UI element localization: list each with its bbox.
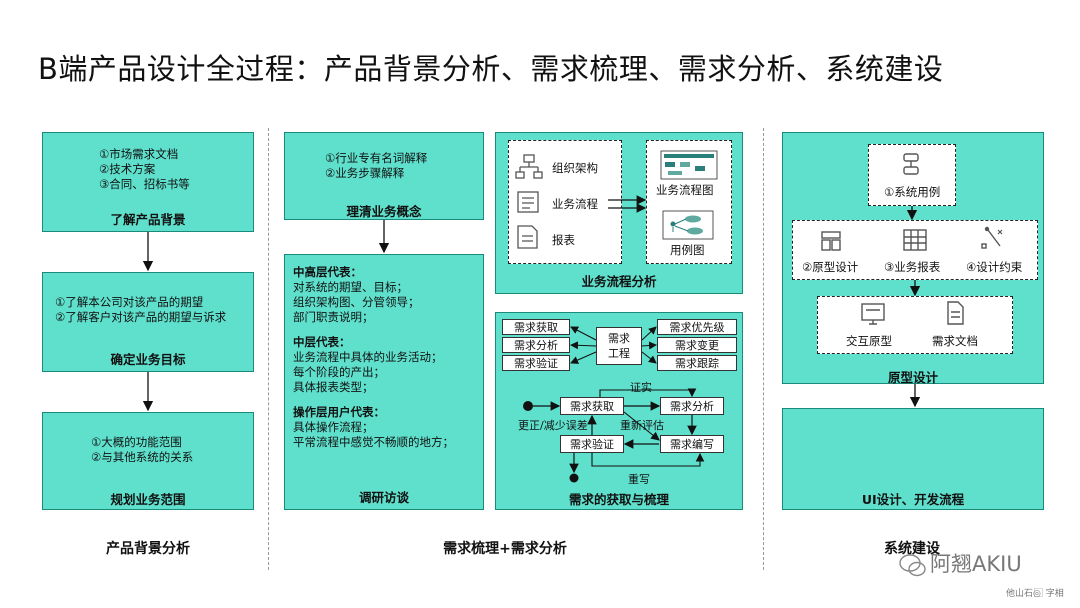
- req-acquire-box: 需求获取: [502, 319, 570, 335]
- outputs-frame: [817, 296, 1013, 354]
- interview-line: 业务流程中具体的业务活动；: [293, 350, 443, 364]
- design-item-prototype: ②原型设计: [802, 260, 859, 274]
- wechat-logo-icon: [899, 554, 926, 577]
- cycle-analyze-box: 需求分析: [660, 397, 724, 415]
- business-goal-line: ①了解本公司对该产品的期望: [55, 295, 204, 309]
- output-interactive-prototype: 交互原型: [846, 334, 892, 348]
- business-scope-box: ①大概的功能范围 ②与其他系统的关系 规划业务范围: [42, 412, 254, 510]
- col3-footer: 系统建设: [884, 541, 940, 557]
- business-scope-line: ①大概的功能范围: [91, 435, 182, 449]
- interview-line: 组织架构图、分管领导；: [293, 295, 420, 309]
- background-line: ②技术方案: [99, 162, 156, 176]
- interview-line: 对系统的期望、目标；: [293, 280, 408, 294]
- interview-box: 中高层代表： 对系统的期望、目标； 组织架构图、分管领导； 部门职责说明； 中层…: [284, 254, 484, 510]
- business-goal-box: ①了解本公司对该产品的期望 ②了解客户对该产品的期望与诉求 确定业务目标: [42, 272, 254, 372]
- flow-item-org: 组织架构: [552, 161, 598, 175]
- business-concept-lines: ①行业专有名词解释 ②业务步骤解释: [285, 151, 483, 181]
- background-caption: 了解产品背景: [110, 212, 186, 227]
- background-line: ①市场需求文档: [99, 147, 179, 161]
- watermark-small: 他山石◎ ⃞ 字相: [1006, 589, 1064, 599]
- interview-line: 具体报表类型；: [293, 380, 374, 394]
- watermark-brand: 阿翘AKIU: [930, 552, 1022, 576]
- interview-lines: 中高层代表： 对系统的期望、目标； 组织架构图、分管领导； 部门职责说明； 中层…: [285, 265, 483, 450]
- business-scope-lines: ①大概的功能范围 ②与其他系统的关系: [43, 435, 253, 465]
- background-line: ③合同、招标书等: [99, 177, 190, 191]
- flow-output-usecase: 用例图: [670, 243, 705, 257]
- req-analyze-box: 需求分析: [502, 337, 570, 353]
- interview-caption: 调研访谈: [358, 490, 409, 505]
- flow-analysis-caption: 业务流程分析: [581, 274, 657, 289]
- flow-item-process: 业务流程: [552, 197, 598, 211]
- flow-item-report: 报表: [552, 233, 575, 247]
- usecase-label: ①系统用例: [884, 185, 941, 199]
- design-item-report: ③业务报表: [884, 260, 941, 274]
- design-item-constraint: ④设计约束: [966, 260, 1023, 274]
- interview-heading: 中高层代表：: [293, 265, 362, 279]
- cycle-write-box: 需求编写: [660, 435, 724, 453]
- cycle-confirm-label: 证实: [630, 381, 652, 394]
- business-concept-caption: 理清业务概念: [346, 204, 422, 219]
- prototype-caption: 原型设计: [887, 370, 938, 385]
- req-engineering-label: 需求工程: [608, 332, 630, 360]
- interview-line: 每个阶段的产出；: [293, 365, 385, 379]
- background-box: ①市场需求文档 ②技术方案 ③合同、招标书等 了解产品背景: [42, 132, 254, 232]
- business-goal-caption: 确定业务目标: [110, 352, 186, 367]
- req-verify-box: 需求验证: [502, 355, 570, 371]
- col1-footer: 产品背景分析: [106, 541, 190, 557]
- cycle-rewrite-label: 重写: [628, 473, 650, 486]
- interview-line: 部门职责说明；: [293, 310, 374, 324]
- separator-1: [268, 128, 269, 570]
- req-track-box: 需求跟踪: [657, 355, 737, 371]
- business-concept-line: ①行业专有名词解释: [325, 151, 428, 165]
- req-change-box: 需求变更: [657, 337, 737, 353]
- cycle-verify-box: 需求验证: [560, 435, 624, 453]
- business-concept-line: ②业务步骤解释: [325, 166, 405, 180]
- cycle-correct-label: 更正/减少误差: [518, 419, 588, 432]
- interview-line: 平常流程中感觉不畅顺的地方；: [293, 435, 454, 449]
- business-concept-box: ①行业专有名词解释 ②业务步骤解释 理清业务概念: [284, 132, 484, 220]
- business-scope-line: ②与其他系统的关系: [91, 450, 194, 464]
- business-goal-lines: ①了解本公司对该产品的期望 ②了解客户对该产品的期望与诉求: [43, 295, 253, 325]
- cycle-acquire-box: 需求获取: [560, 397, 624, 415]
- req-engineering-box: 需求工程: [596, 327, 642, 365]
- interview-line: 具体操作流程；: [293, 420, 374, 434]
- business-scope-caption: 规划业务范围: [110, 492, 186, 507]
- background-lines: ①市场需求文档 ②技术方案 ③合同、招标书等: [43, 147, 253, 192]
- ui-dev-box: UI设计、开发流程: [782, 408, 1044, 510]
- col2-footer: 需求梳理+需求分析: [443, 541, 567, 557]
- output-requirement-doc: 需求文档: [932, 334, 978, 348]
- req-priority-box: 需求优先级: [657, 319, 737, 335]
- interview-heading: 中层代表：: [293, 335, 351, 349]
- ui-dev-caption: UI设计、开发流程: [861, 492, 965, 507]
- separator-2: [763, 128, 764, 570]
- page-title: B端产品设计全过程：产品背景分析、需求梳理、需求分析、系统建设: [38, 52, 944, 86]
- interview-heading: 操作层用户代表：: [293, 405, 385, 419]
- cycle-reeval-label: 重新评估: [620, 419, 664, 432]
- usecase-frame: [868, 144, 956, 206]
- requirements-caption: 需求的获取与梳理: [568, 492, 669, 507]
- business-goal-line: ②了解客户对该产品的期望与诉求: [55, 310, 227, 324]
- flow-output-diagram: 业务流程图: [656, 183, 714, 197]
